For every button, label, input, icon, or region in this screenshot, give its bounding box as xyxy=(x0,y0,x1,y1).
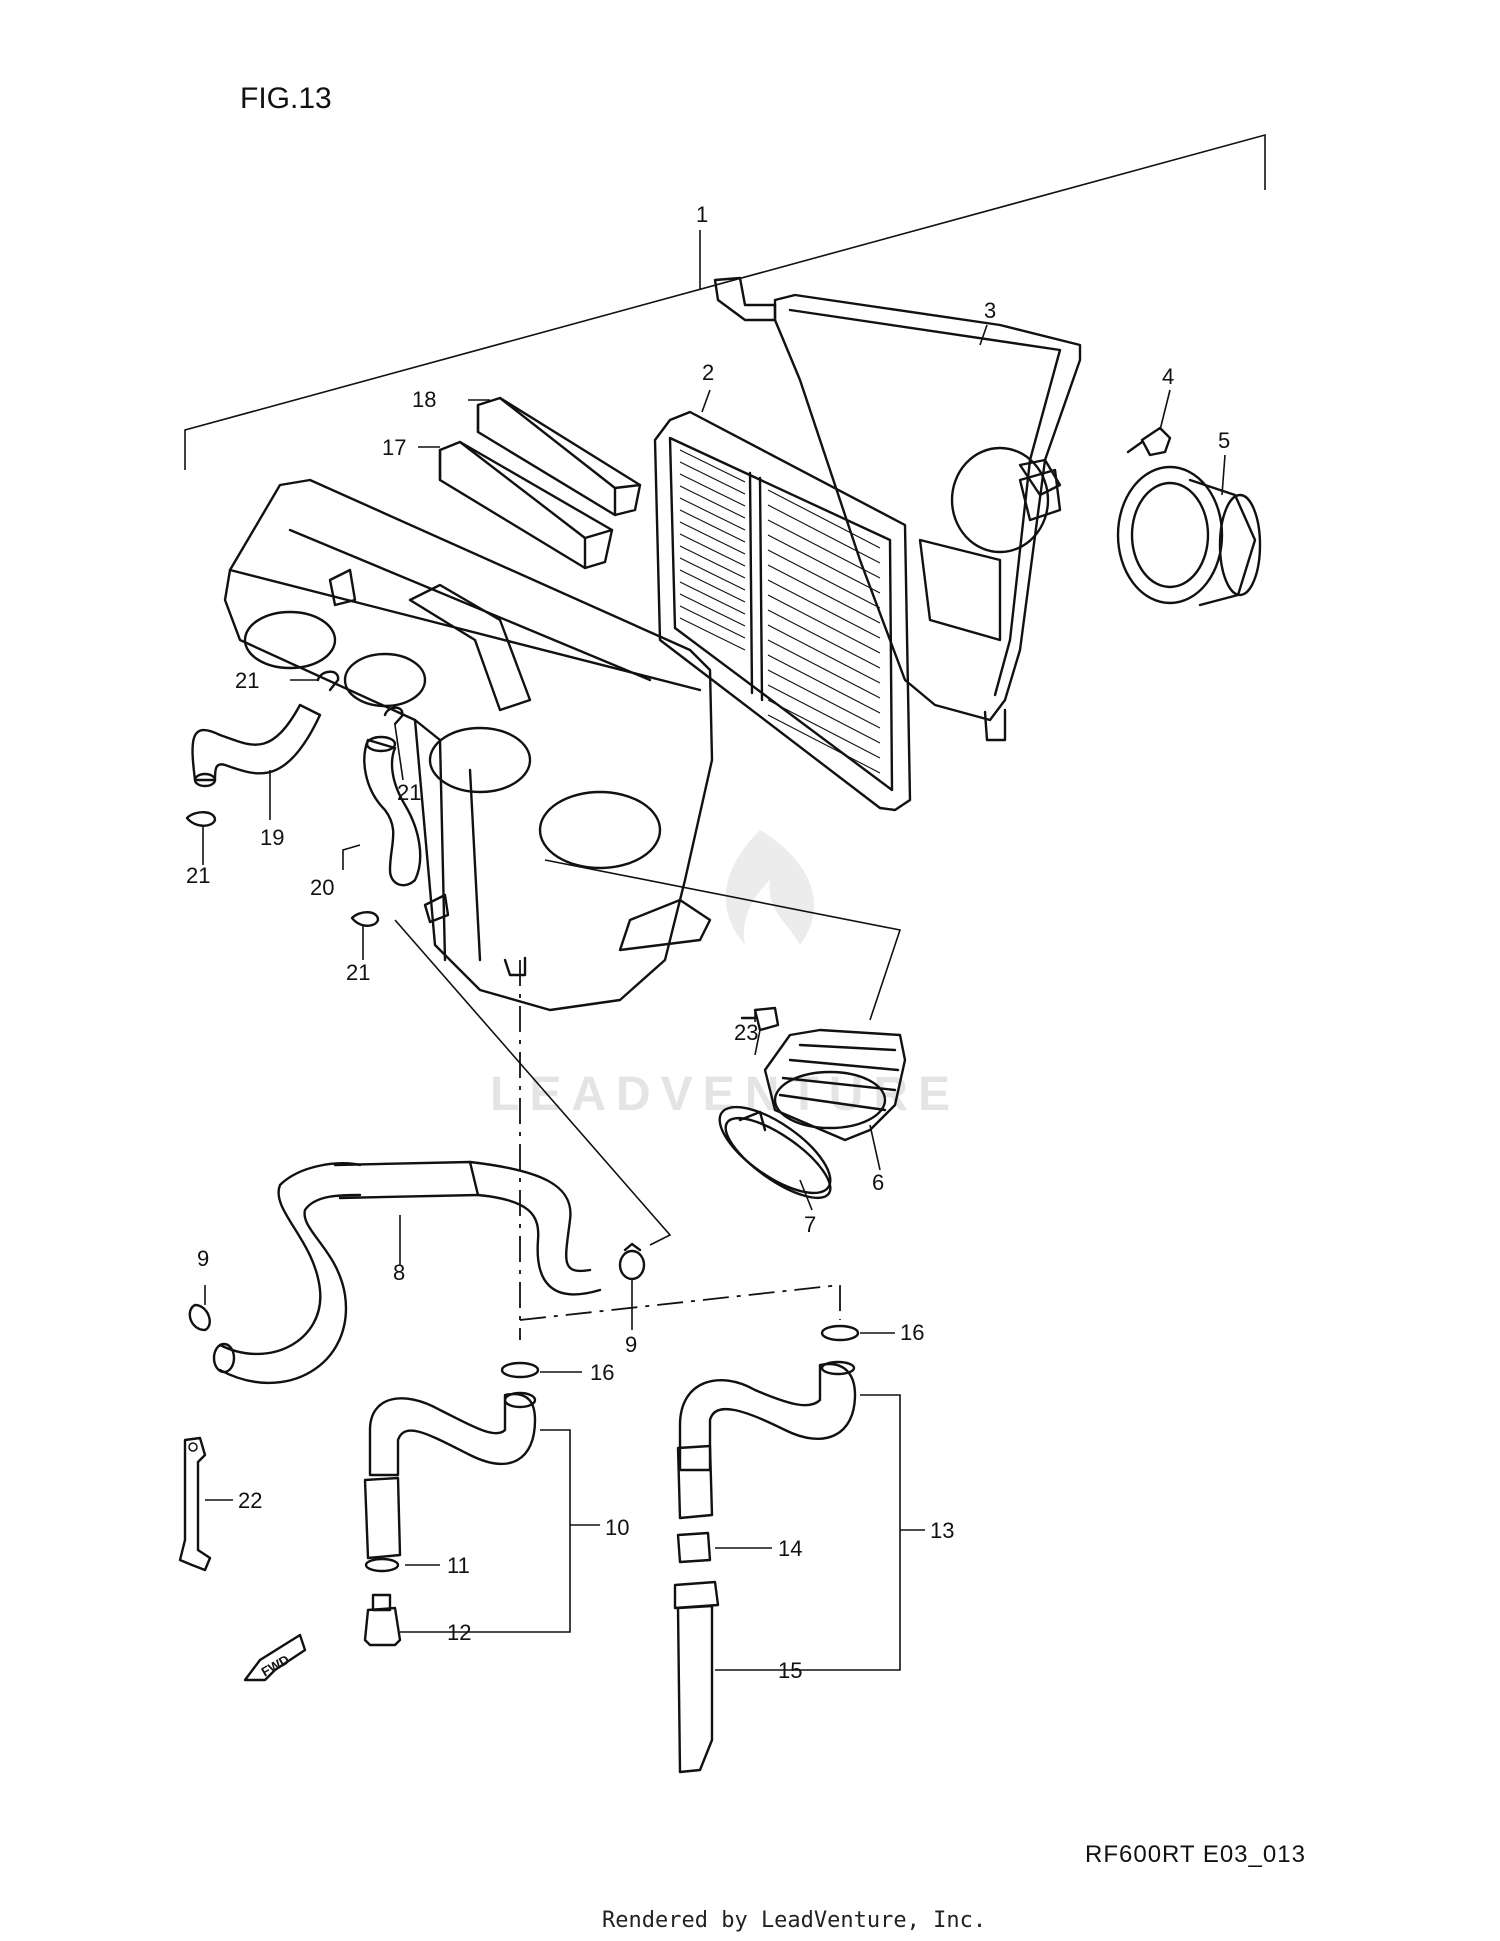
part-hose-8 xyxy=(212,1160,602,1385)
watermark-text: LEADVENTURE xyxy=(490,1068,960,1121)
callout-22: 22 xyxy=(238,1488,262,1513)
callout-15: 15 xyxy=(778,1658,802,1683)
callout-4: 4 xyxy=(1162,364,1174,389)
part-clip-21-d xyxy=(350,911,380,927)
callout-13: 13 xyxy=(930,1518,954,1543)
part-strap-22 xyxy=(178,1436,212,1572)
callout-8: 8 xyxy=(393,1260,405,1285)
part-hose-19 xyxy=(191,703,322,788)
part-pads xyxy=(438,396,642,570)
callout-21-a: 21 xyxy=(235,668,259,693)
footer-text: Rendered by LeadVenture, Inc. xyxy=(602,1908,986,1933)
part-clip-21-b xyxy=(383,706,404,726)
callout-3: 3 xyxy=(984,298,996,323)
callout-1: 1 xyxy=(696,202,708,227)
part-clip-21-a xyxy=(316,670,340,692)
callout-17: 17 xyxy=(382,435,406,460)
callout-7: 7 xyxy=(804,1212,816,1237)
part-clip-21-c xyxy=(185,811,217,827)
part-clip-9b xyxy=(618,1242,646,1281)
callout-2: 2 xyxy=(702,360,714,385)
assembly-bracket xyxy=(184,133,1266,470)
part-outlet-boot xyxy=(763,1028,907,1142)
part-clip-16a xyxy=(500,1361,540,1379)
callout-12: 12 xyxy=(447,1620,471,1645)
callout-21-d: 21 xyxy=(346,960,370,985)
callout-6: 6 xyxy=(872,1170,884,1195)
leader-lines-upper xyxy=(394,859,902,1246)
part-drain-hose-10 xyxy=(363,1391,537,1647)
part-clip-16b xyxy=(820,1324,860,1342)
callout-10: 10 xyxy=(605,1515,629,1540)
fwd-label: FWD xyxy=(259,1652,292,1680)
part-hose-20 xyxy=(363,735,422,887)
callout-23: 23 xyxy=(734,1020,758,1045)
callout-18: 18 xyxy=(412,387,436,412)
figure-title: FIG.13 xyxy=(240,82,332,115)
callout-14: 14 xyxy=(778,1536,802,1561)
fwd-arrow: FWD xyxy=(243,1633,307,1682)
figure-code: RF600RT E03_013 xyxy=(1085,1841,1306,1868)
connection-lines xyxy=(519,960,841,1340)
part-clamp-7 xyxy=(718,1105,832,1200)
filter-pleats xyxy=(679,449,881,774)
part-air-cleaner-case xyxy=(223,478,714,1012)
callout-16-left: 16 xyxy=(590,1360,614,1385)
callout-21-b: 21 xyxy=(397,780,421,805)
part-drain-hose-13 xyxy=(673,1360,857,1774)
part-clip-9a xyxy=(188,1303,211,1332)
callout-11: 11 xyxy=(447,1553,470,1578)
callout-19: 19 xyxy=(260,825,284,850)
callout-21-c: 21 xyxy=(186,863,210,888)
part-intake-duct xyxy=(1116,465,1262,607)
callout-20: 20 xyxy=(310,875,334,900)
callout-leaders xyxy=(202,324,1226,1671)
part-screw-4 xyxy=(1126,426,1172,457)
part-air-cleaner-cap xyxy=(713,276,1082,742)
callout-9-right: 9 xyxy=(625,1332,637,1357)
callouts: 1 2 3 4 5 6 7 8 9 9 10 11 12 13 14 15 16… xyxy=(186,202,1230,1683)
callout-5: 5 xyxy=(1218,428,1230,453)
callout-9-left: 9 xyxy=(197,1246,209,1271)
callout-16-right: 16 xyxy=(900,1320,924,1345)
part-screw-23 xyxy=(740,1006,780,1032)
part-filter-element xyxy=(653,410,912,812)
watermark: LEADVENTURE xyxy=(490,830,960,1121)
